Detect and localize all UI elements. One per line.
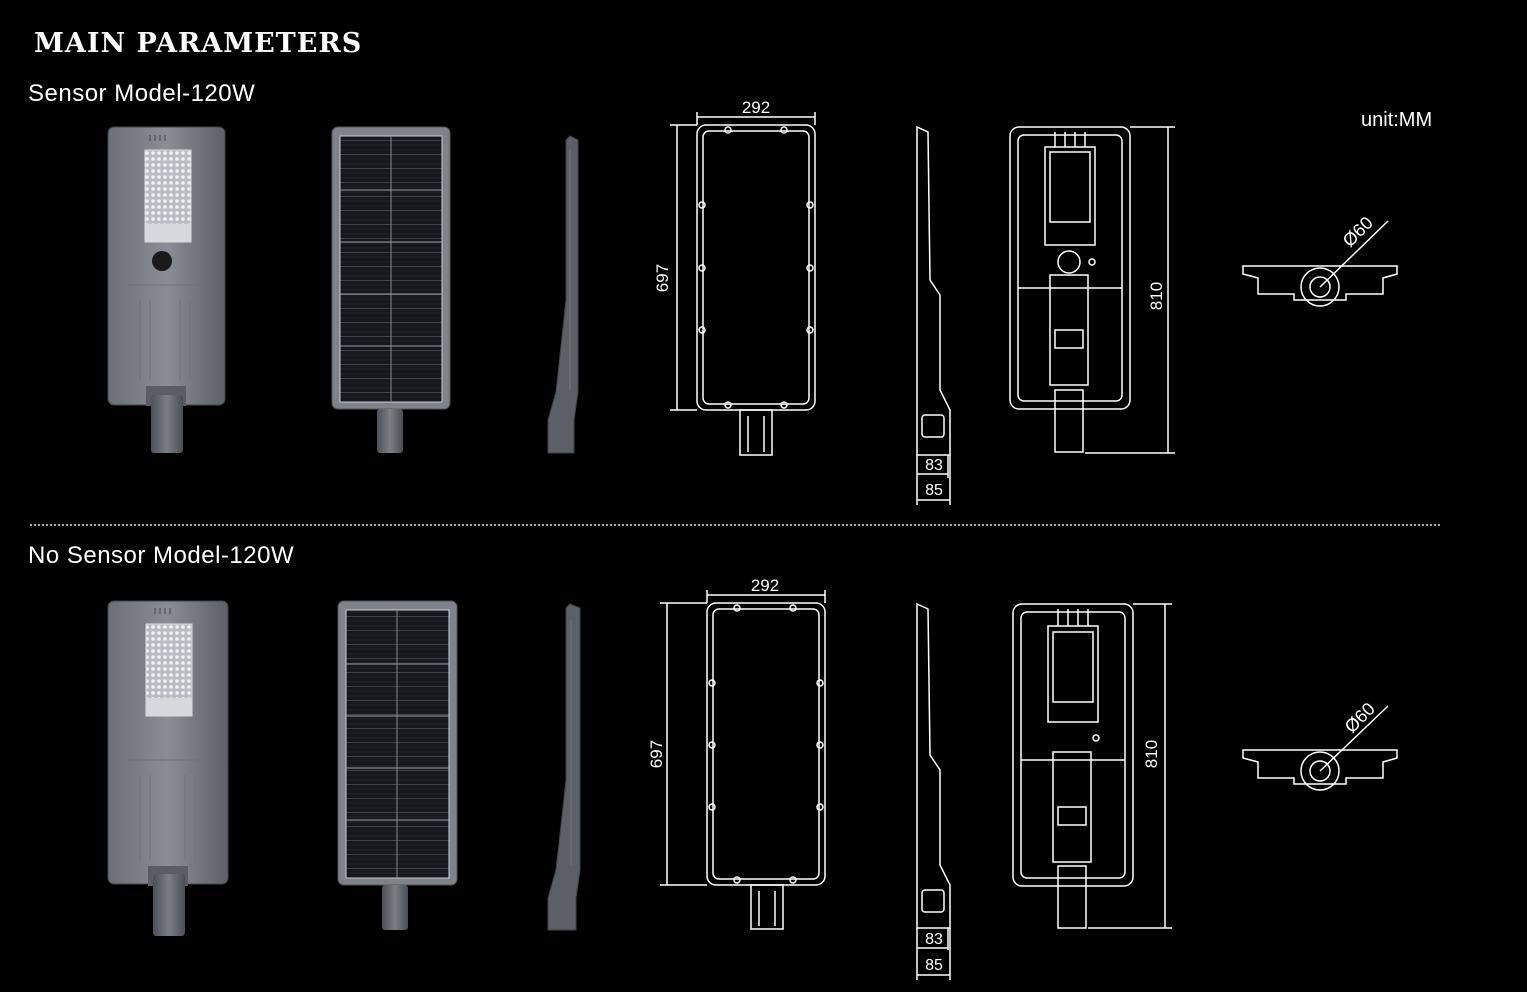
depth-inner-dimension-2: 83: [925, 931, 943, 948]
solar-panel-view-no-sensor: [337, 600, 458, 930]
top-outline-drawing: [670, 112, 816, 456]
length-dimension: 810: [1147, 282, 1166, 310]
side-outline-drawing-2: [916, 602, 951, 980]
length-dimension-2: 810: [1142, 740, 1161, 768]
top-outline-drawing-2: [660, 590, 826, 930]
page-title: MAIN PARAMETERS: [34, 28, 363, 59]
sensor-model-row: 292 697 83 85 810 Ø60: [0, 0, 1527, 505]
depth-outer-dimension-2: 85: [925, 957, 943, 974]
height-dimension: 697: [653, 264, 672, 292]
front-outline-drawing: [1009, 126, 1175, 454]
height-dimension-2: 697: [647, 740, 666, 768]
model-title-no-sensor: No Sensor Model-120W: [28, 542, 295, 569]
unit-label: unit:MM: [1361, 109, 1433, 131]
front-view-sensor: [107, 126, 226, 453]
end-view-drawing-2: [1242, 705, 1398, 791]
solar-panel-view-sensor: [331, 126, 451, 453]
width-dimension-2: 292: [751, 576, 779, 595]
depth-outer-dimension: 85: [925, 482, 943, 499]
section-divider: [30, 524, 1440, 526]
end-view-drawing: [1242, 220, 1398, 307]
sensor-icon: [152, 251, 172, 271]
depth-inner-dimension: 83: [925, 457, 943, 474]
sensor-model-drawings: 292 697 83 85 810 Ø60: [107, 98, 1398, 505]
side-profile-sensor: [547, 135, 579, 454]
front-view-no-sensor: [107, 600, 229, 936]
front-outline-drawing-2: [1012, 603, 1172, 929]
width-dimension: 292: [742, 98, 770, 117]
side-outline-drawing: [916, 125, 951, 505]
side-profile-no-sensor: [547, 603, 581, 931]
model-title-sensor: Sensor Model-120W: [28, 80, 256, 107]
pole-diameter-dimension-2: Ø60: [1341, 699, 1379, 737]
